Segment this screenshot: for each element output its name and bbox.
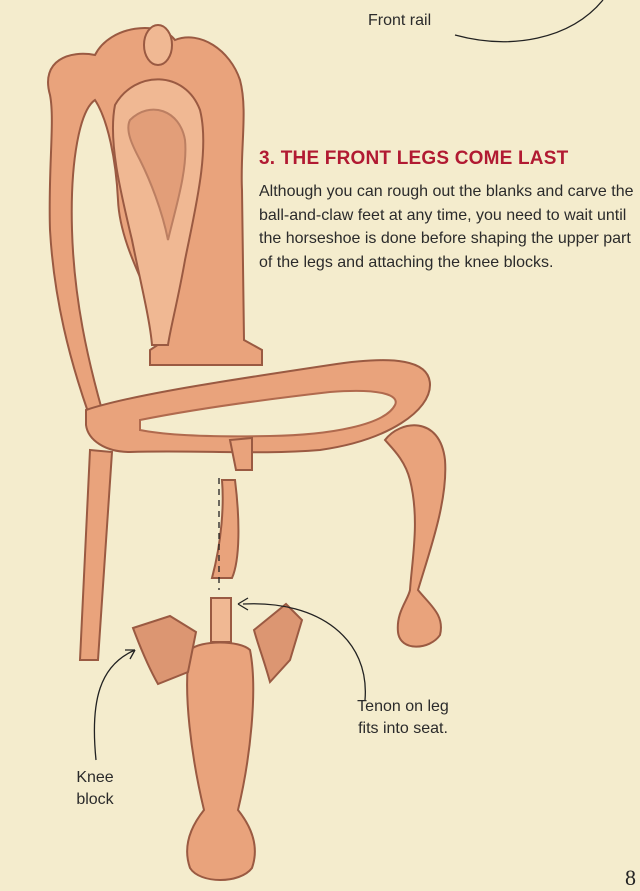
knee-label-line1: Knee xyxy=(60,767,130,789)
tenon-label-line2: fits into seat. xyxy=(328,718,478,740)
step-body: Although you can rough out the blanks an… xyxy=(259,180,637,274)
knee-block-callout: Knee block xyxy=(60,767,130,811)
knee-block-callout-line xyxy=(94,650,135,760)
front-leg-attached xyxy=(385,425,445,646)
tenon-callout: Tenon on leg fits into seat. xyxy=(328,696,478,740)
tenon-label-line1: Tenon on leg xyxy=(328,696,478,718)
front-rail-callout-line xyxy=(455,0,603,42)
seat-frame xyxy=(86,360,430,452)
page-number: 8 xyxy=(625,865,636,891)
knee-label-line2: block xyxy=(60,789,130,811)
exploded-leg xyxy=(133,598,302,880)
step-heading: 3. THE FRONT LEGS COME LAST xyxy=(259,148,568,170)
front-rail-label: Front rail xyxy=(368,10,431,32)
chair-back xyxy=(48,25,262,412)
